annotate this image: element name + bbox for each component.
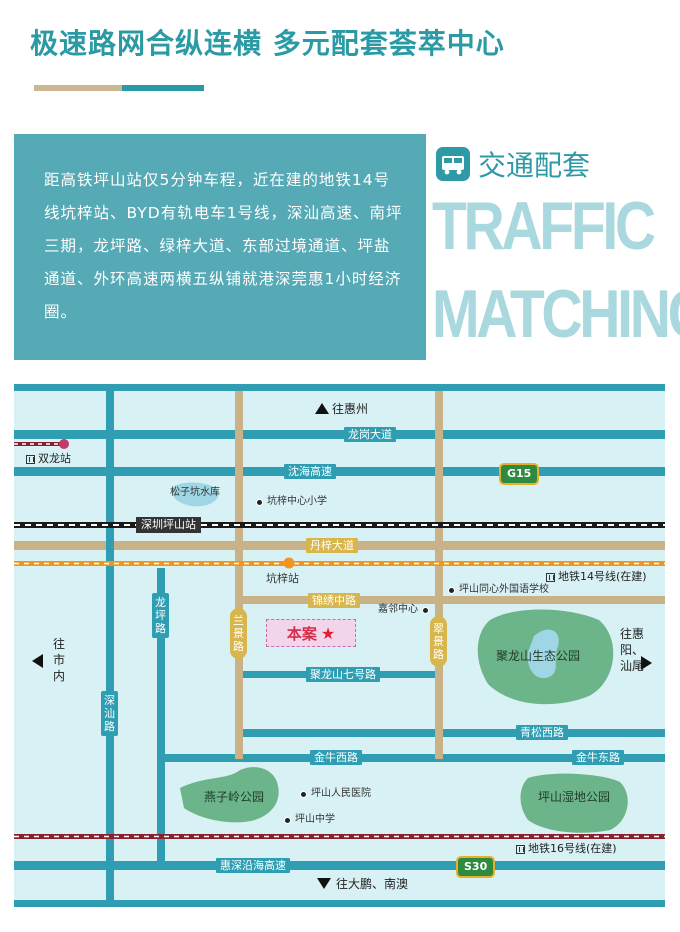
project-label: 本案	[286, 624, 317, 643]
road-label-qingsong: 青松西路	[516, 725, 568, 740]
road-label-jinniu-east: 金牛东路	[572, 750, 624, 765]
metro16-label-text: 地铁16号线(在建)	[528, 842, 617, 855]
road-label-danzi: 丹梓大道	[306, 538, 358, 553]
info-text: 距高铁坪山站仅5分钟车程，近在建的地铁14号线坑梓站、BYD有轨电车1号线，深汕…	[44, 171, 403, 321]
rail-highspeed	[14, 522, 665, 528]
map-frame-top	[14, 384, 665, 391]
poi-tongxin-school: 坪山同心外国语学校	[448, 584, 549, 596]
road-label-lanjing: 兰景路	[230, 608, 247, 659]
poi-dot-icon	[422, 606, 429, 614]
road-label-jinxiu: 锦绣中路	[308, 593, 360, 608]
direction-north: 往惠州	[332, 402, 369, 416]
poi-dot-icon	[300, 790, 307, 798]
kengzi-station-dot	[283, 557, 295, 569]
road-label-longgang: 龙岗大道	[344, 427, 396, 442]
park-label-wetland: 坪山湿地公园	[538, 790, 611, 804]
info-box: 距高铁坪山站仅5分钟车程，近在建的地铁14号线坑梓站、BYD有轨电车1号线，深汕…	[14, 134, 426, 360]
highway-shield-g15: G15	[499, 463, 540, 485]
metro16-line	[14, 834, 665, 839]
metro14-line	[14, 561, 665, 566]
road-cuijing	[435, 391, 443, 759]
section-heading-text: 交通配套	[478, 149, 591, 182]
english-heading-line1: TRAFFIC	[432, 188, 656, 264]
metro14-label-text: 地铁14号线(在建)	[558, 570, 647, 583]
shuanglong-station-dot	[59, 439, 69, 449]
park-label-julongshan: 聚龙山生态公园	[496, 649, 581, 663]
road-label-julongshan7: 聚龙山七号路	[306, 667, 380, 682]
north-arrow-icon	[315, 403, 329, 414]
metro14-label: 地铁14号线(在建)	[546, 570, 647, 584]
road-label-huishen: 惠深沿海高速	[216, 858, 290, 873]
title-underline-gold	[34, 85, 122, 91]
road-label-cuijing: 翠景路	[430, 616, 447, 667]
station-shuanglong-label: 双龙站	[38, 452, 71, 465]
road-lanjing	[235, 391, 243, 759]
poi-hospital-label: 坪山人民医院	[311, 788, 371, 799]
road-jinxiu	[242, 596, 665, 604]
station-shuanglong: 双龙站	[26, 452, 71, 466]
metro16-label: 地铁16号线(在建)	[516, 842, 617, 856]
bus-icon	[436, 147, 470, 181]
road-shenhai	[14, 467, 665, 476]
page-title: 极速路网合纵连横 多元配套荟萃中心	[30, 27, 505, 60]
direction-east: 往惠阳、汕尾	[619, 627, 644, 673]
park-label-yanziling: 燕子岭公园	[204, 790, 265, 804]
road-huishen	[14, 861, 665, 870]
poi-dot-icon	[448, 586, 455, 594]
highway-shield-s30: S30	[456, 856, 496, 878]
east-arrow-icon	[641, 656, 652, 670]
road-longping	[157, 568, 165, 862]
poi-jialin-label: 嘉邻中心	[378, 604, 418, 615]
park-wetland	[520, 773, 628, 833]
road-label-jinniu-west: 金牛西路	[310, 750, 362, 765]
road-label-shenshan: 深汕路	[101, 691, 118, 736]
road-label-longping: 龙坪路	[152, 593, 169, 638]
poi-dot-icon	[284, 816, 291, 824]
road-longgang	[14, 430, 665, 439]
road-shenshan	[106, 391, 114, 900]
poi-kengzi-school-label: 坑梓中心小学	[267, 496, 327, 507]
poi-kengzi-school: 坑梓中心小学	[256, 496, 327, 508]
metro-icon	[516, 844, 525, 854]
poi-dot-icon	[256, 498, 263, 506]
section-heading: 交通配套	[436, 144, 590, 184]
direction-south: 往大鹏、南澳	[336, 877, 409, 891]
poi-middle-school-label: 坪山中学	[295, 814, 335, 825]
poi-hospital: 坪山人民医院	[300, 788, 371, 800]
station-pingshan: 深圳坪山站	[136, 517, 201, 533]
station-kengzi: 坑梓站	[266, 572, 299, 585]
poi-middle-school: 坪山中学	[284, 814, 335, 826]
lake-julongshan	[527, 629, 559, 679]
road-qingsong	[242, 729, 665, 737]
reservoir-water	[172, 482, 219, 507]
traffic-map[interactable]: 往惠州 往大鹏、南澳 往市内 往惠阳、汕尾 龙岗大道 沈海高速 丹梓大道 锦绣中…	[14, 384, 665, 907]
star-icon: ★	[320, 623, 336, 643]
poi-tongxin-school-label: 坪山同心外国语学校	[459, 584, 549, 595]
metro-icon	[26, 454, 35, 464]
poi-jialin: 嘉邻中心	[378, 604, 429, 616]
south-arrow-icon	[317, 878, 331, 889]
park-yanziling	[180, 767, 279, 823]
project-marker[interactable]: 本案 ★	[266, 619, 356, 647]
english-heading-line2: MATCHING	[432, 276, 680, 352]
title-underline-teal	[122, 85, 204, 91]
map-frame-bottom	[14, 900, 665, 907]
direction-west: 往市内	[52, 637, 65, 683]
road-jinniu	[164, 754, 665, 762]
west-arrow-icon	[32, 654, 43, 668]
metro-icon	[546, 572, 555, 582]
road-label-shenhai: 沈海高速	[284, 464, 336, 479]
poi-reservoir: 松子坑水库	[170, 487, 220, 498]
